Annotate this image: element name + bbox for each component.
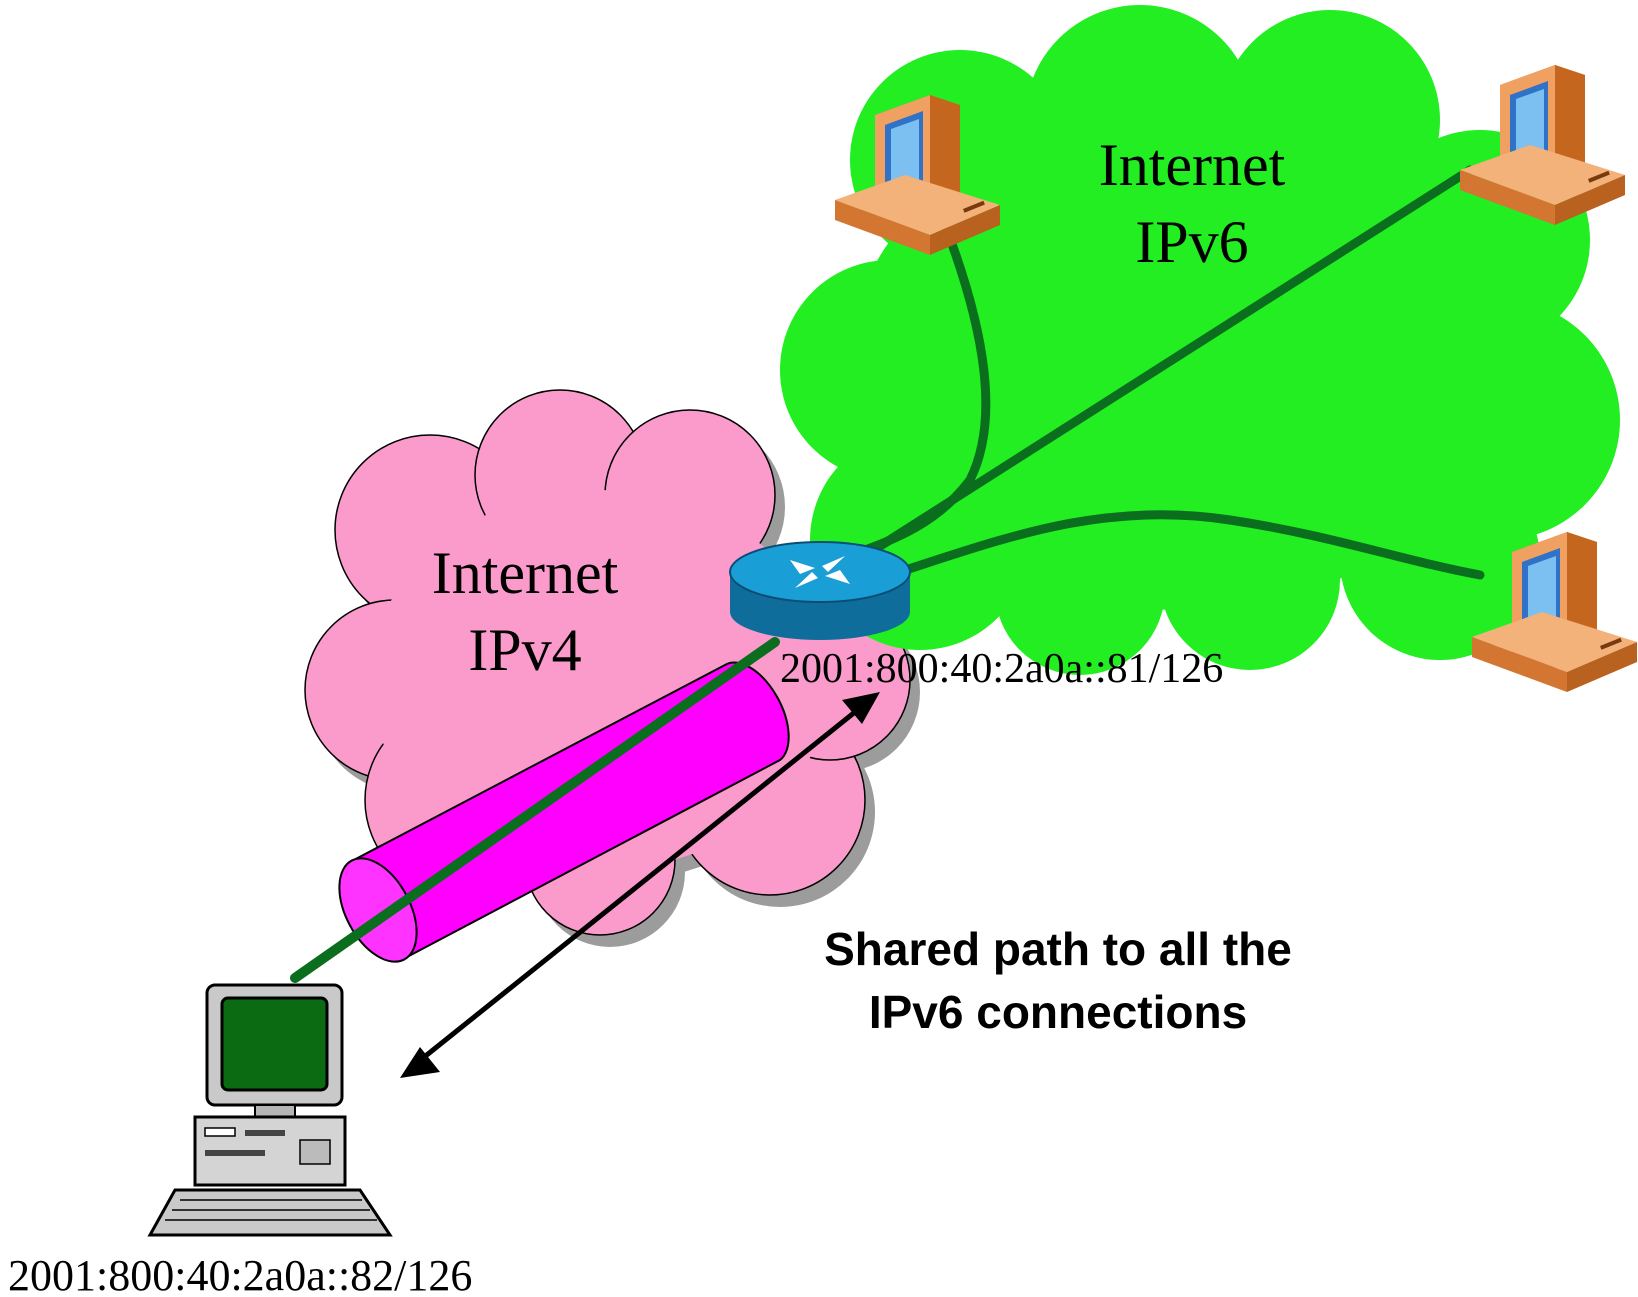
shared-path-arrow: [400, 692, 880, 1078]
svg-text:IPv6 connections: IPv6 connections: [869, 986, 1247, 1038]
router-icon: [729, 541, 911, 640]
svg-text:Internet: Internet: [432, 540, 619, 606]
ipv4-cloud-label: Internet IPv4: [432, 540, 619, 683]
tunnel-path: [290, 637, 780, 983]
shared-path-note: Shared path to all the IPv6 connections: [824, 923, 1292, 1038]
svg-text:Shared path to all the: Shared path to all the: [824, 923, 1292, 975]
svg-text:Internet: Internet: [1099, 132, 1286, 198]
svg-text:IPv4: IPv4: [468, 617, 581, 683]
desktop-computer-icon: [147, 983, 393, 1237]
router-address: 2001:800:40:2a0a::81/126: [780, 646, 1223, 692]
ipv6-cloud-label: Internet IPv6: [1099, 132, 1286, 275]
client-address: 2001:800:40:2a0a::82/126: [8, 1251, 472, 1297]
ipv6-paths: [825, 165, 1485, 583]
svg-text:IPv6: IPv6: [1135, 209, 1248, 275]
